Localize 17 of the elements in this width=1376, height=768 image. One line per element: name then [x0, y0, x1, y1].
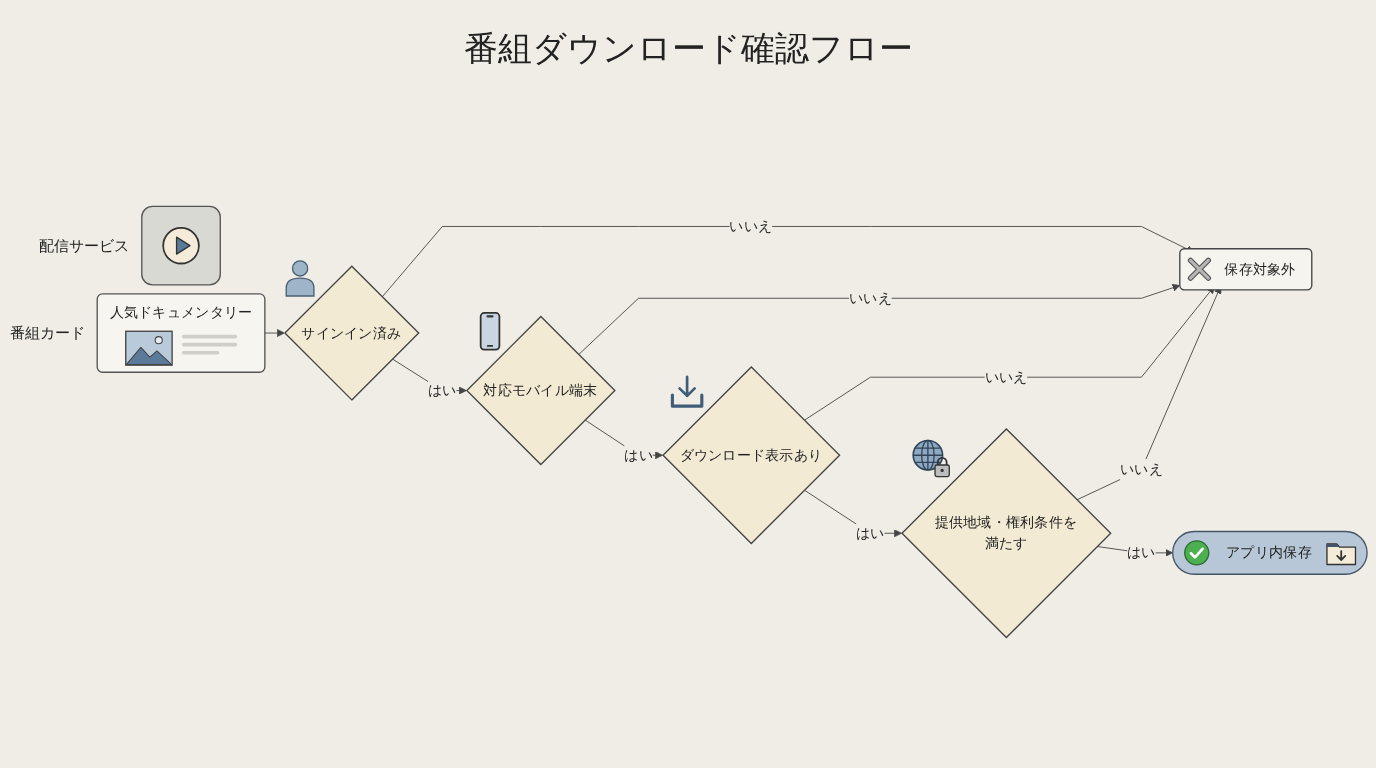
node-box [141, 205, 221, 286]
edge-label: はい [428, 381, 457, 399]
edge-label: いいえ [1120, 460, 1163, 478]
node-caption: 配信サービス [39, 236, 130, 255]
edge-label: はい [1127, 543, 1156, 561]
node-box: 人気ドキュメンタリー [96, 293, 266, 373]
diagram-title: 番組ダウンロード確認フロー [463, 27, 913, 70]
node-box: 保存対象外 [1179, 248, 1313, 291]
edge-label: はい [624, 446, 653, 464]
node-box: アプリ内保存 [1172, 530, 1368, 575]
node-diamond: ダウンロード表示あり [662, 366, 841, 545]
edge-label: いいえ [848, 289, 892, 307]
edge-label: はい [856, 524, 885, 542]
node-diamond: 提供地域・権利条件を満たす [901, 427, 1112, 639]
node-caption: 番組カード [9, 324, 85, 343]
edge-label: いいえ [729, 217, 773, 235]
edge-label: いいえ [984, 368, 1028, 386]
